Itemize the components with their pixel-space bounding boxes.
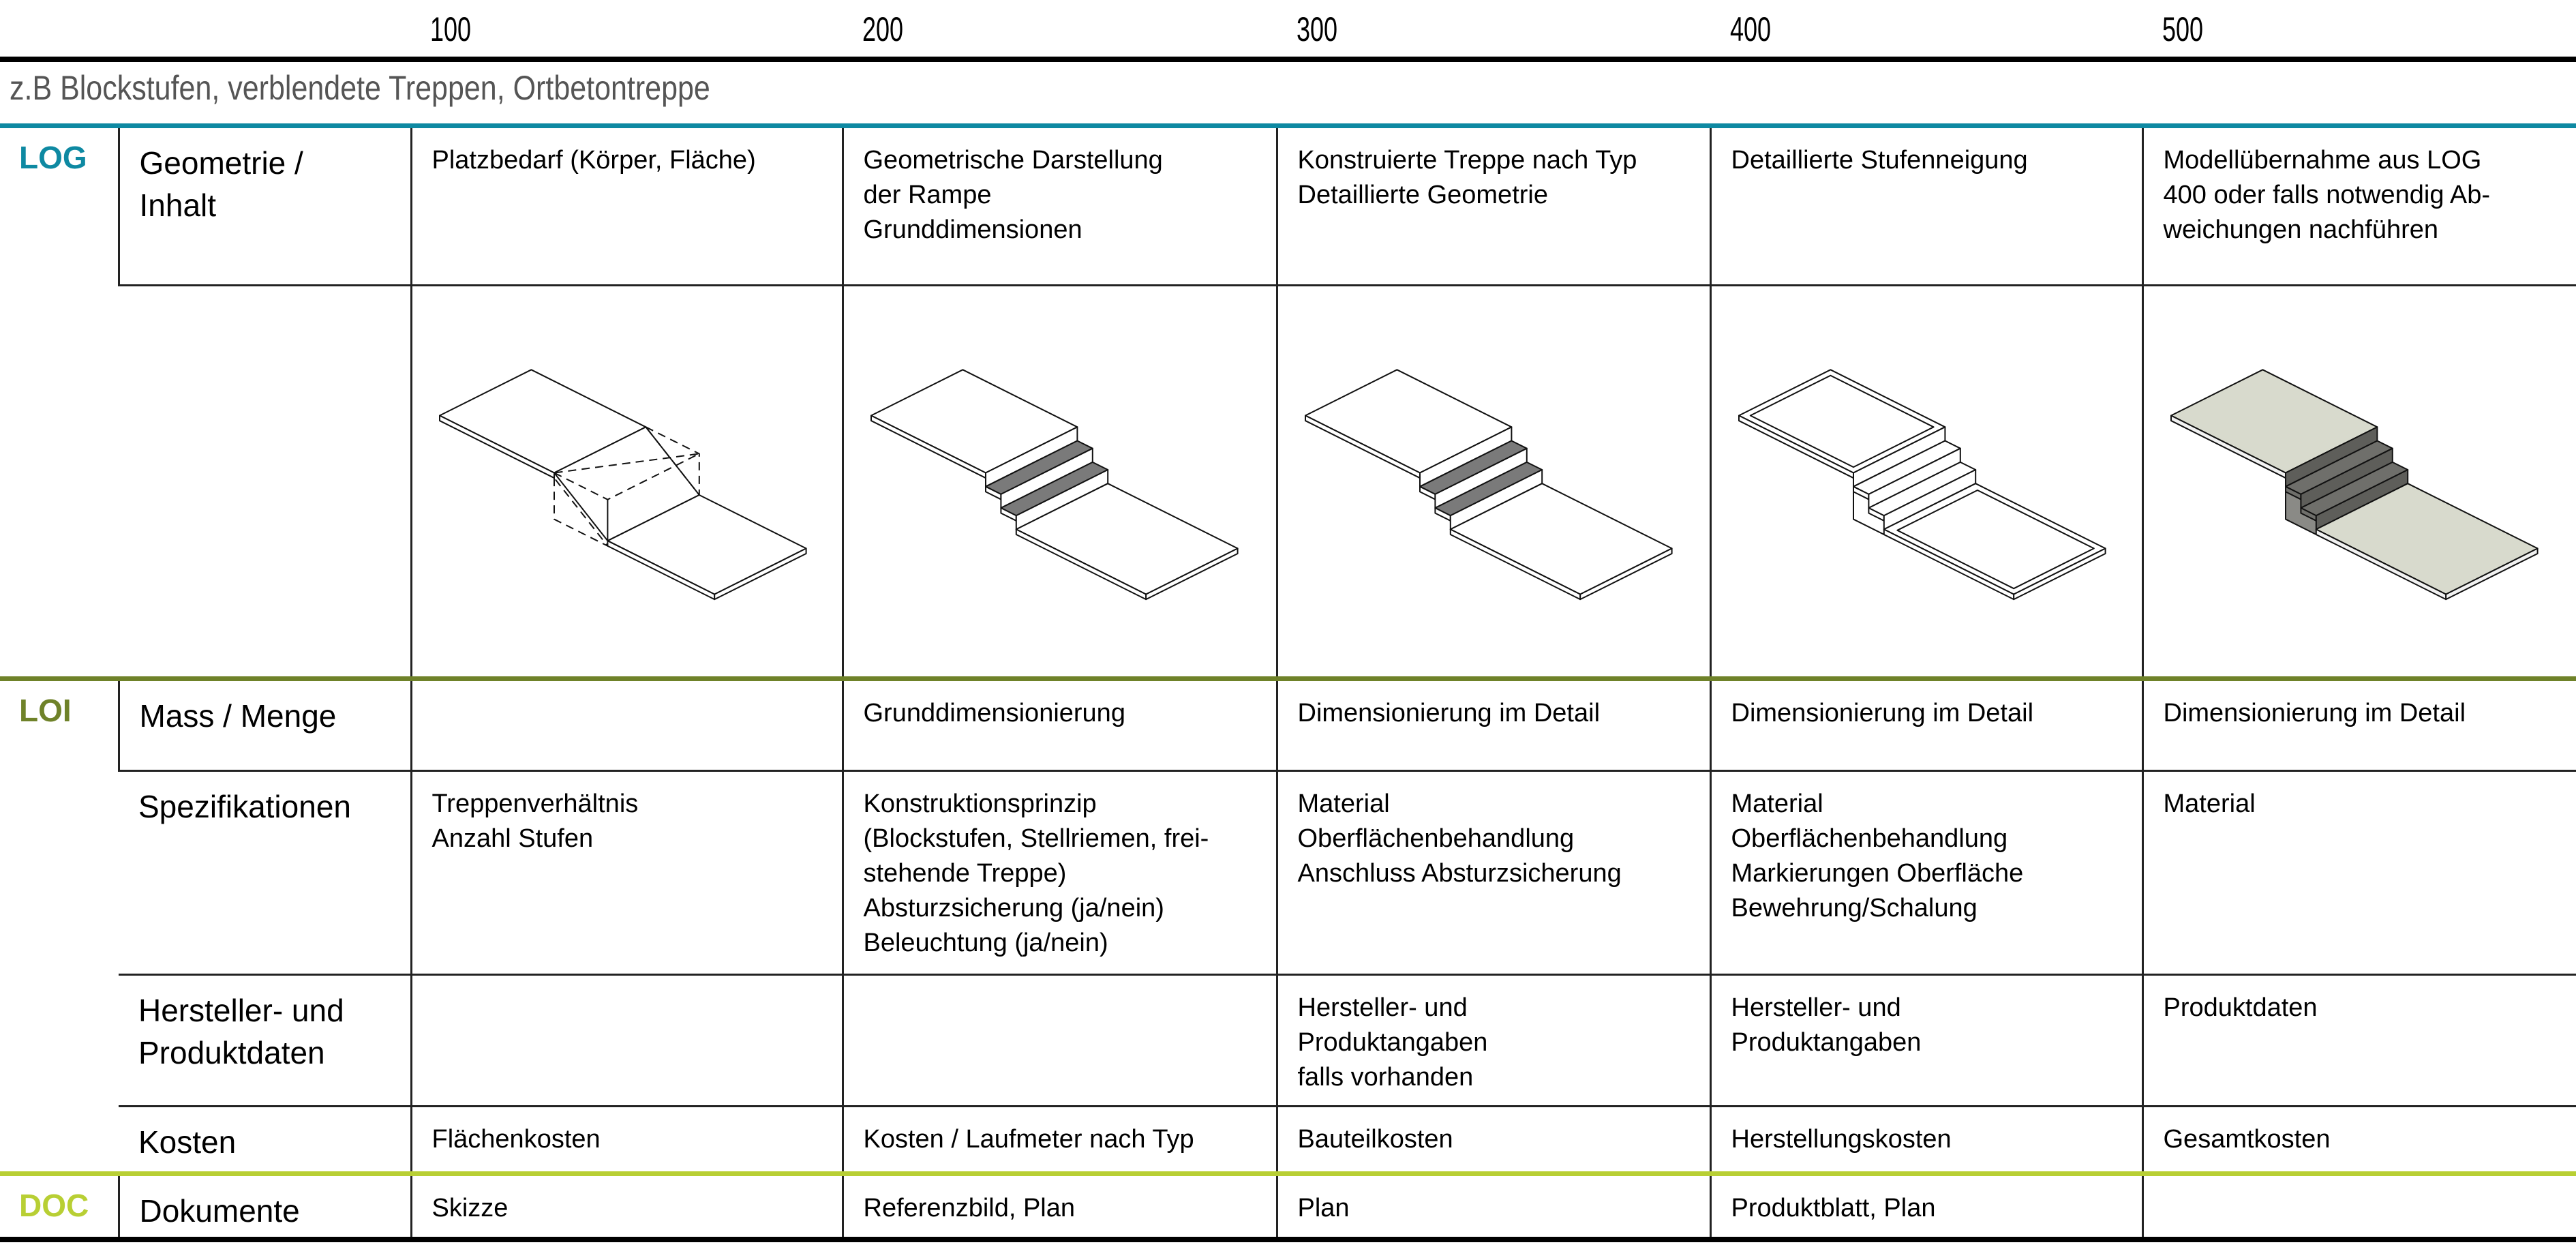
row-label: Hersteller- und Produktdaten <box>119 974 411 1107</box>
stair-illustration-400 <box>1709 285 2142 679</box>
table-row-manufacturer: Hersteller- und Produktdaten Hersteller-… <box>0 974 2576 1107</box>
table-cell: Grunddimensionierung <box>841 676 1277 772</box>
level-400-heading: 400 <box>1730 10 1772 48</box>
stair-illustration-100 <box>410 285 843 679</box>
table-cell <box>410 974 843 1107</box>
landing-edge-detail <box>1749 374 1935 468</box>
level-header: 100 200 300 400 500 <box>0 0 2576 55</box>
table-row-costs: Kosten Flächenkosten Kosten / Laufmeter … <box>0 1106 2576 1174</box>
table-cell: Dimensionierung im Detail <box>2141 676 2576 772</box>
lower-landing-end <box>1579 547 1673 601</box>
level-200-heading: 200 <box>862 10 904 48</box>
header-divider <box>0 57 2576 62</box>
upper-landing-side <box>438 415 555 479</box>
empty-cell <box>119 286 411 679</box>
table-cell: Konstruktionsprinzip (Blockstufen, Stell… <box>841 770 1277 976</box>
table-cell: Detaillierte Stufenneigung <box>1709 123 2142 286</box>
row-label: Dokumente <box>117 1171 411 1242</box>
table-cell: Material Oberflächenbehandlung Markierun… <box>1709 770 2142 976</box>
table-cell: Hersteller- und Produktangaben <box>1709 974 2142 1107</box>
ramp-volume-outline <box>553 477 608 547</box>
row-label: Spezifikationen <box>119 770 411 976</box>
level-100-heading: 100 <box>430 10 472 48</box>
lower-landing-end <box>2012 547 2106 601</box>
table-cell: Flächenkosten <box>410 1106 843 1174</box>
lower-landing-end <box>1145 547 1239 601</box>
table-cell: Dimensionierung im Detail <box>1709 676 2142 772</box>
table-cell: Material Oberflächenbehandlung Anschluss… <box>1275 770 1710 976</box>
table-cell: Modellübernahme aus LOG 400 oder falls n… <box>2141 123 2576 286</box>
table-row-illustrations <box>0 285 2576 679</box>
table-row-geometry: LOG Geometrie / Inhalt Platzbedarf (Körp… <box>0 123 2576 679</box>
level-of-development-table: LOG Geometrie / Inhalt Platzbedarf (Körp… <box>0 123 2576 1242</box>
landing-edge-detail <box>1896 490 2095 590</box>
group-label-loi: LOI <box>0 676 119 1174</box>
table-cell: Herstellungskosten <box>1709 1106 2142 1174</box>
table-cell: Platzbedarf (Körper, Fläche) <box>410 123 843 286</box>
level-300-heading: 300 <box>1297 10 1338 48</box>
table-cell: Produktdaten <box>2141 974 2576 1107</box>
lower-landing-end <box>713 547 807 601</box>
table-cell: Skizze <box>410 1171 843 1242</box>
table-cell: Gesamtkosten <box>2141 1106 2576 1174</box>
table-cell: Konstruierte Treppe nach Typ Detailliert… <box>1275 123 1710 286</box>
table-cell: Material <box>2141 770 2576 976</box>
table-cell <box>841 974 1277 1107</box>
table-cell <box>410 676 843 772</box>
level-500-heading: 500 <box>2162 10 2204 48</box>
table-cell: Kosten / Laufmeter nach Typ <box>841 1106 1277 1174</box>
ramp-volume-outline <box>553 453 700 500</box>
group-label-doc: DOC <box>0 1171 119 1242</box>
row-label: Mass / Menge <box>117 676 411 772</box>
table-cell: Treppenverhältnis Anzahl Stufen <box>410 770 843 976</box>
table-cell: Referenzbild, Plan <box>841 1171 1277 1242</box>
table-row-mass: LOI Mass / Menge Grunddimensionierung Di… <box>0 676 2576 1174</box>
table-cell: Dimensionierung im Detail <box>1275 676 1710 772</box>
row-label: Kosten <box>138 1124 237 1160</box>
stair-illustration-300 <box>1275 285 1710 679</box>
table-cell: Bauteilkosten <box>1275 1106 1710 1174</box>
table-row-specifications: Spezifikationen Treppenverhältnis Anzahl… <box>0 770 2576 976</box>
stair-illustration-200 <box>841 285 1277 679</box>
stair-illustration-500 <box>2141 285 2576 679</box>
subtitle: z.B Blockstufen, verblendete Treppen, Or… <box>10 69 710 107</box>
table-cell: Produktblatt, Plan <box>1709 1171 2142 1242</box>
row-label: Geometrie / Inhalt <box>117 123 411 286</box>
lower-landing-end <box>2444 547 2539 601</box>
ramp-volume-outline <box>644 426 700 496</box>
group-label-log: LOG <box>0 123 119 679</box>
table-cell: Plan <box>1275 1171 1710 1242</box>
table-cell: Hersteller- und Produktangaben falls vor… <box>1275 974 1710 1107</box>
table-cell <box>2141 1171 2576 1242</box>
table-row-documents: DOC Dokumente Skizze Referenzbild, Plan … <box>0 1171 2576 1242</box>
table-cell: Geometrische Darstellung der Rampe Grund… <box>841 123 1277 286</box>
